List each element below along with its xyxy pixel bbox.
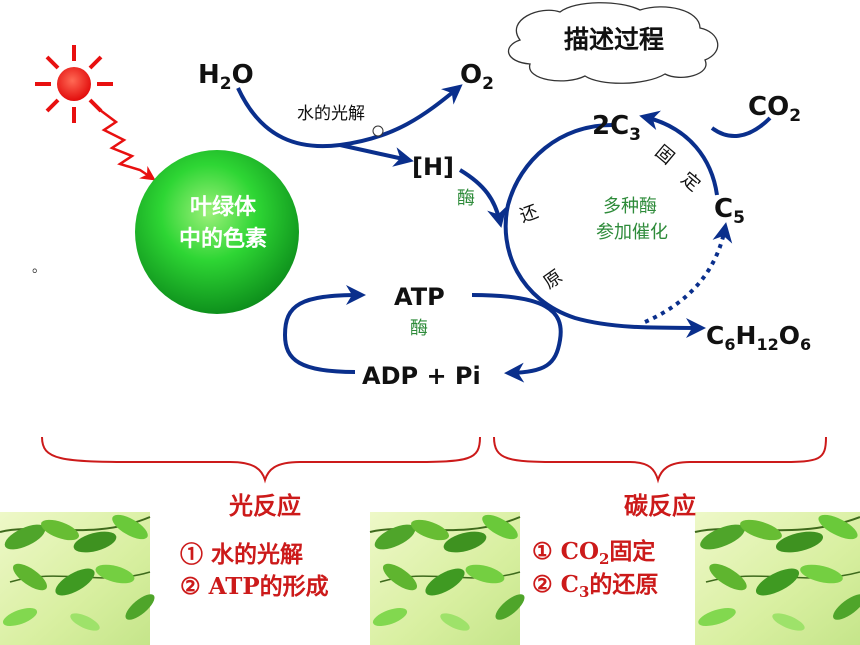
chloroplast-pigment-sphere: [135, 150, 299, 314]
h2o-label: H2O: [198, 60, 254, 94]
light-ray-arrow: [99, 109, 156, 181]
small-circle-mark: [372, 125, 384, 137]
c5-label: C5: [714, 194, 745, 228]
dark-item-1: ① CO2固定: [532, 538, 655, 568]
light-item-1: ① 水的光解: [180, 541, 303, 568]
enzyme-atp-label: 酶: [410, 318, 428, 339]
pigment-label-2: 中的色素: [179, 226, 267, 252]
light-reaction-brace: [41, 436, 481, 484]
h-label: [H]: [412, 153, 454, 181]
catalysis-label-1: 多种酶: [603, 196, 657, 217]
o2-label: O2: [460, 60, 494, 94]
leaf-photo-right: [693, 508, 860, 645]
adp-to-atp-arrow: [282, 285, 366, 374]
c3-label: 2C3: [592, 111, 641, 145]
catalysis-label-2: 参加催化: [596, 222, 668, 243]
pigment-label-1: 叶绿体: [190, 194, 257, 220]
adp-pi-label: ADP + Pi: [362, 362, 481, 390]
h-branch-arrow: [339, 143, 414, 167]
sun-icon: [35, 45, 113, 123]
c5-to-c3-arrow: [639, 110, 719, 196]
leaf-photo-left: [0, 509, 160, 645]
title-cloud: [508, 2, 719, 84]
dark-item-2: ② C3的还原: [532, 571, 658, 601]
glucose-label: C6H12O6: [706, 321, 811, 354]
reduction-arc-arrow: [503, 123, 706, 338]
leaf-photo-middle: [369, 509, 530, 645]
dark-reaction-brace: [493, 436, 827, 484]
fix-char-2: 定: [677, 168, 704, 196]
reduce-char-1: 还: [517, 201, 541, 227]
dark-reaction-heading: 碳反应: [624, 492, 696, 520]
atp-label: ATP: [394, 283, 445, 311]
reduce-char-2: 原: [540, 266, 567, 294]
co2-label: CO2: [748, 92, 801, 126]
fix-char-1: 固: [651, 141, 678, 169]
enzyme-h-label: 酶: [457, 188, 475, 209]
co2-fixation-arrow: [710, 116, 772, 139]
light-reaction-heading: 光反应: [228, 492, 301, 520]
light-item-2: ② ATP的形成: [180, 573, 329, 600]
small-mark: 。: [32, 260, 46, 276]
photolysis-label: 水的光解: [297, 104, 365, 124]
atp-to-adp-arrow: [471, 293, 563, 383]
title-text: 描述过程: [564, 25, 664, 54]
h-to-reduction-arrow: [458, 168, 507, 228]
